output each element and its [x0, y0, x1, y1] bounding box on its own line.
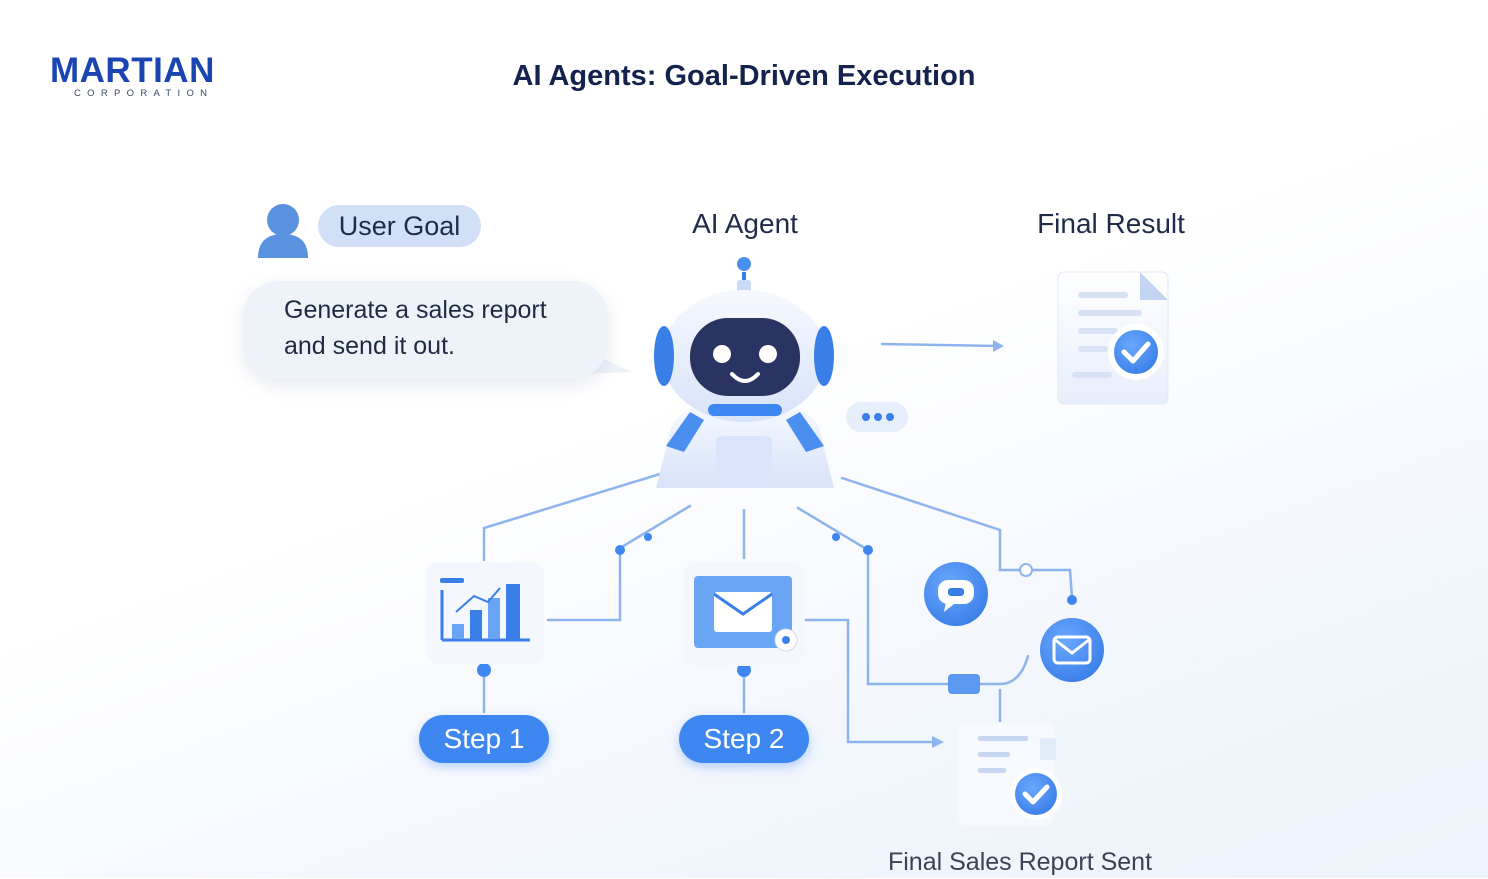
goal-text-line2: and send it out. — [284, 332, 455, 360]
ai-agent-label: AI Agent — [692, 208, 798, 239]
line-email-to-report — [804, 618, 942, 744]
page-title: AI Agents: Goal-Driven Execution — [512, 60, 976, 92]
connector-dots — [477, 533, 1077, 677]
arrow-head-final-report — [932, 736, 944, 748]
goal-text-line1: Generate a sales report — [284, 296, 547, 324]
step-2-pill: Step 2 — [679, 715, 809, 763]
arrow-head-final-result — [993, 340, 1004, 352]
brand-logo: MARTIAN CORPORATION — [50, 52, 250, 102]
connector-chip — [948, 674, 980, 694]
line-to-final-result — [880, 342, 1002, 348]
chart-icon — [426, 562, 544, 664]
connector-lines — [482, 342, 1074, 744]
brand-subtitle: CORPORATION — [74, 88, 214, 99]
line-agent-to-right — [840, 476, 1074, 600]
report-check-icon — [958, 722, 1062, 826]
document-check-icon — [1057, 271, 1169, 405]
mail-circle-icon — [1040, 618, 1104, 682]
goal-speech-bubble — [243, 281, 608, 379]
final-result-label: Final Result — [1037, 208, 1185, 239]
line-agent-to-step1 — [482, 472, 662, 562]
line-agent-to-output — [796, 506, 1030, 686]
line-agent-to-chart-side — [546, 504, 692, 622]
user-icon — [258, 204, 308, 258]
robot-icon — [654, 257, 908, 488]
user-goal-pill: User Goal — [318, 205, 481, 247]
brand-name: MARTIAN — [50, 51, 215, 90]
envelope-icon — [684, 562, 804, 666]
goal-text: Generate a sales report and send it out. — [284, 292, 604, 364]
step-1-pill: Step 1 — [419, 715, 549, 763]
chat-icon — [924, 562, 988, 626]
final-report-sent-label: Final Sales Report Sent — [887, 848, 1153, 876]
